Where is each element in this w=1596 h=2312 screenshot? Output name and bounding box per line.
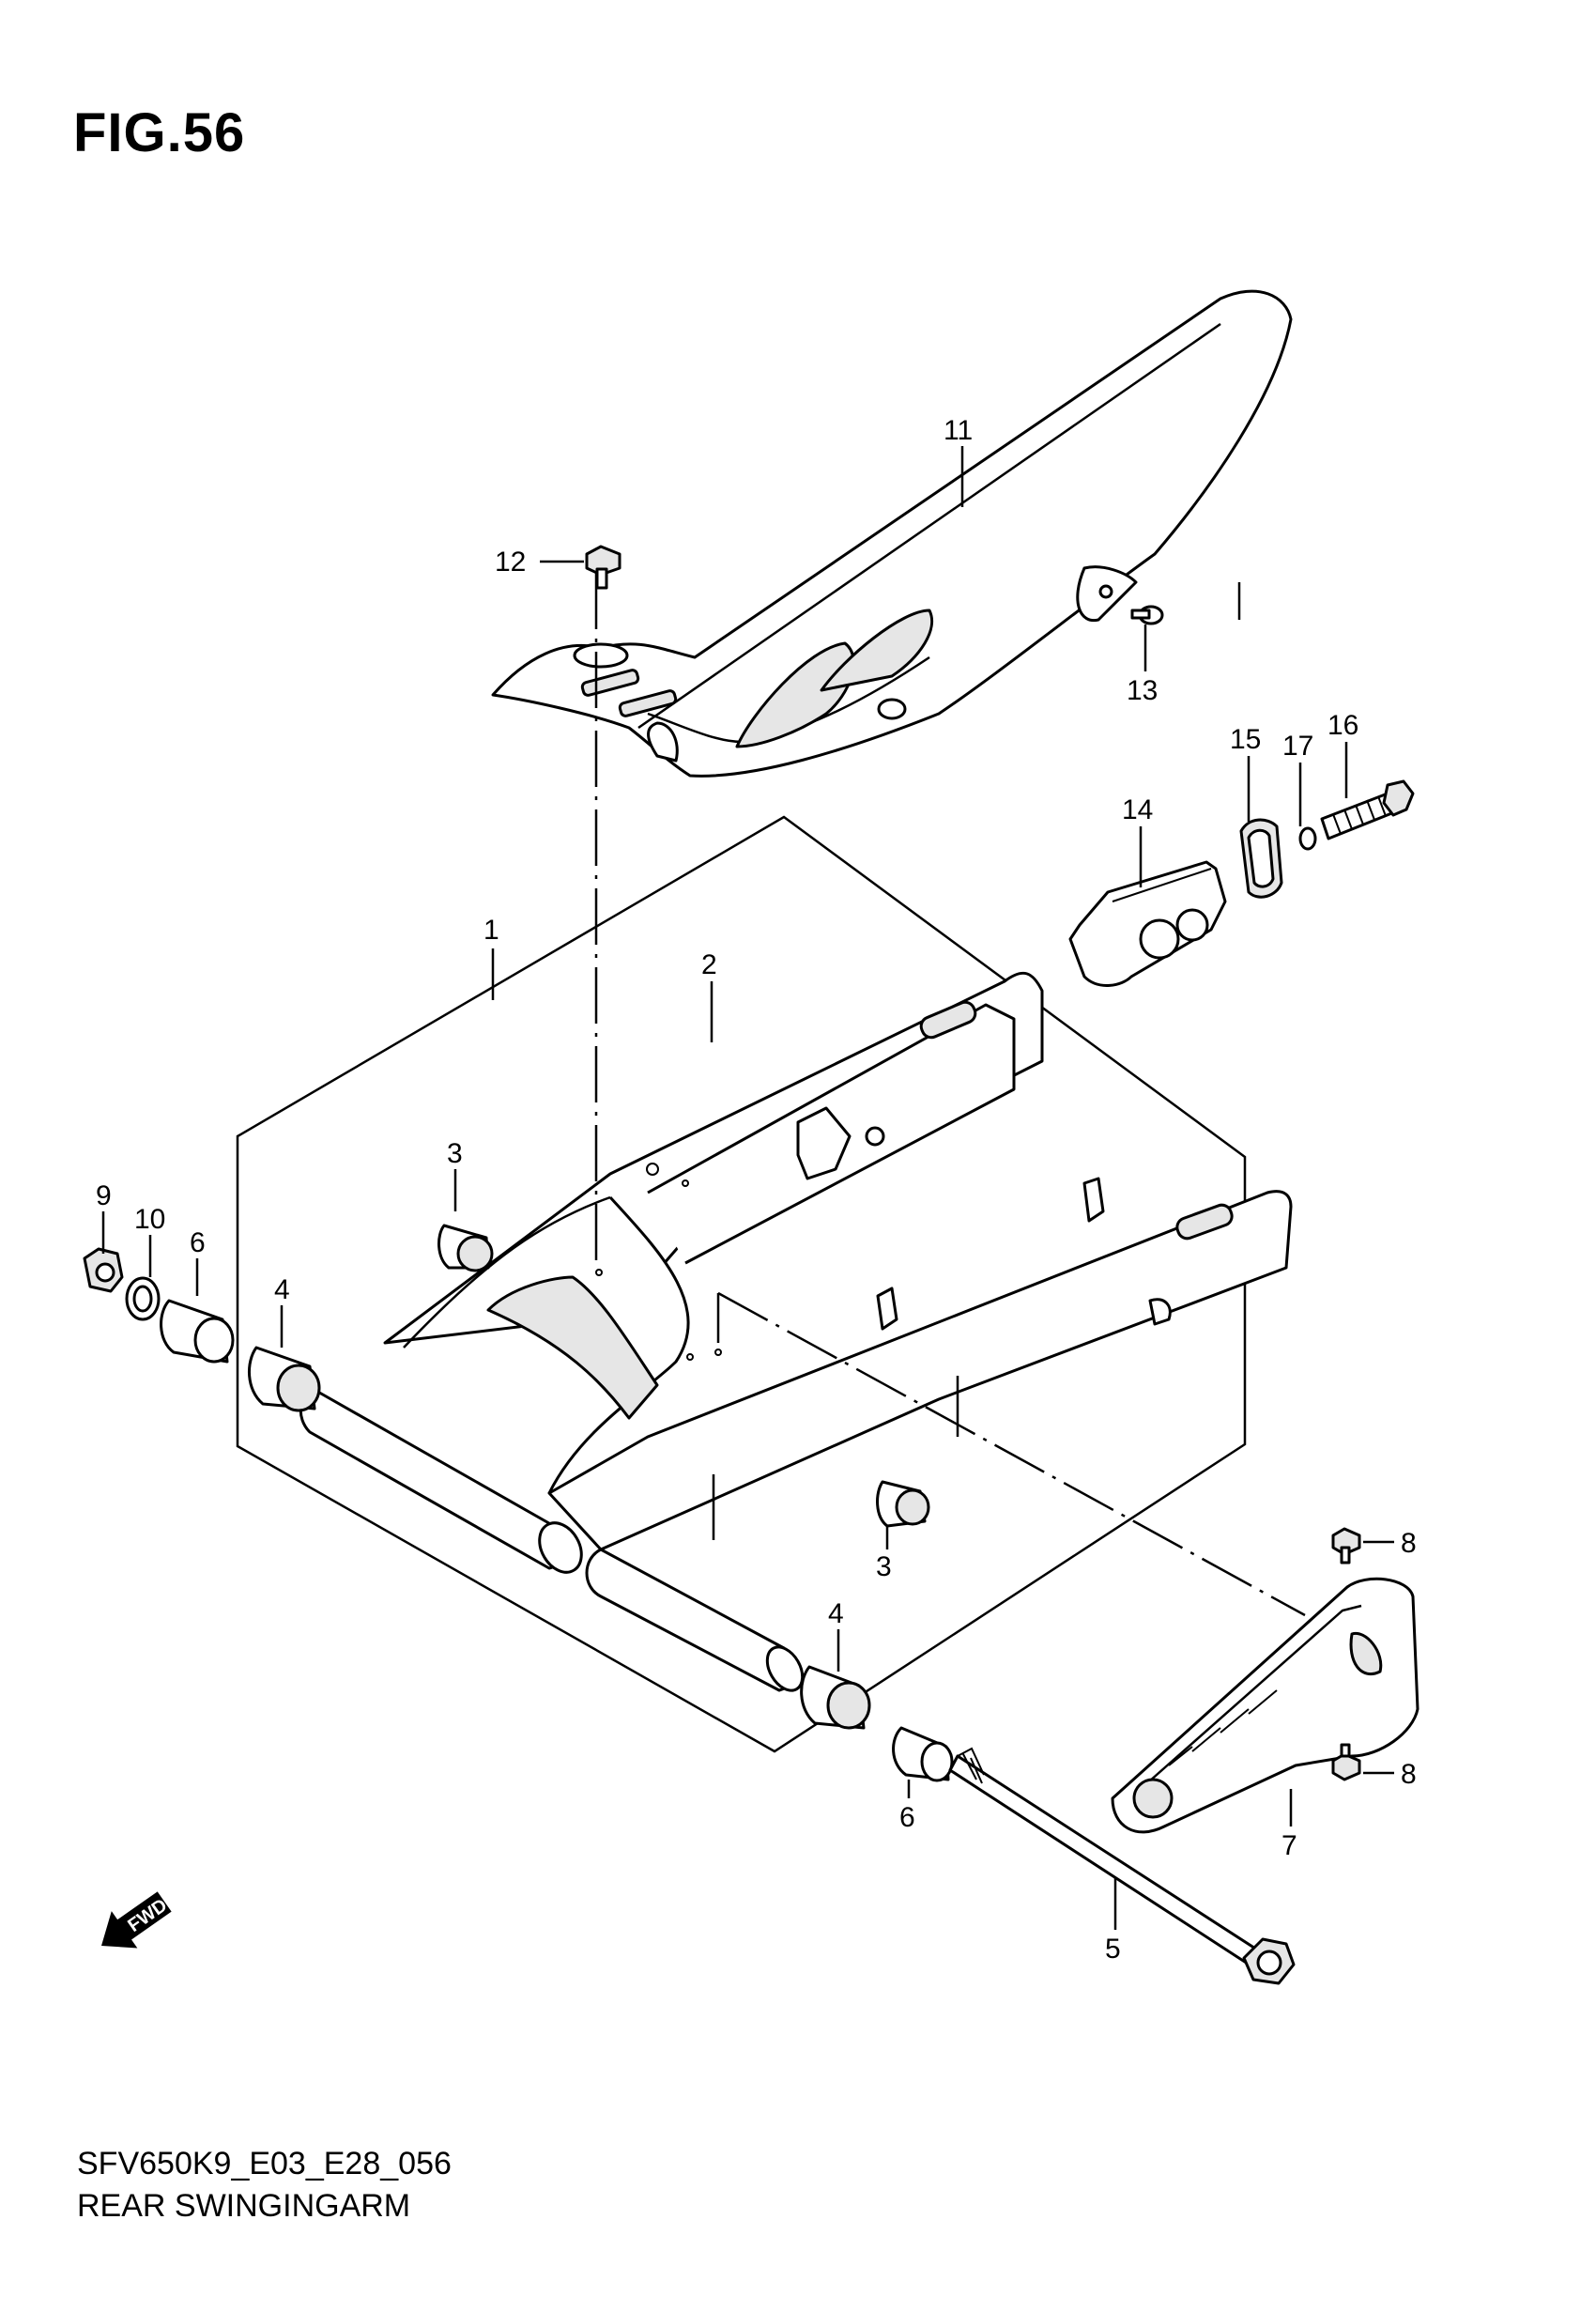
pivot-tube: [299, 1388, 583, 1574]
callout-6b: 6: [899, 1802, 915, 1833]
cover-part-15[interactable]: [1239, 818, 1283, 899]
callout-7: 7: [1281, 1830, 1297, 1861]
spacer-part-2[interactable]: [585, 1548, 809, 1697]
spacer-part-6a[interactable]: [160, 1299, 235, 1364]
callout-2: 2: [701, 949, 717, 980]
bolt-part-12[interactable]: [585, 545, 622, 590]
bearing-part-4a[interactable]: [247, 1346, 321, 1412]
callout-4a: 4: [274, 1274, 290, 1305]
bolt-part-8b[interactable]: [1331, 1743, 1361, 1781]
callout-15: 15: [1230, 724, 1261, 755]
callout-9: 9: [96, 1180, 112, 1211]
callout-4b: 4: [828, 1598, 844, 1629]
callout-16: 16: [1327, 710, 1358, 741]
figure-code: SFV650K9_E03_E28_056: [77, 2146, 452, 2181]
callout-3b: 3: [876, 1551, 892, 1582]
callout-6a: 6: [190, 1227, 206, 1258]
washer-part-17[interactable]: [1298, 826, 1317, 851]
leader-lines: [101, 446, 1394, 1930]
callout-5: 5: [1105, 1934, 1121, 1965]
bolt-part-8a[interactable]: [1331, 1527, 1361, 1564]
callout-1: 1: [483, 915, 499, 946]
assembly-outline: [236, 815, 1247, 1753]
callout-11: 11: [944, 415, 973, 446]
figure-name: REAR SWINGINGARM: [77, 2188, 411, 2224]
callout-8b: 8: [1401, 1759, 1417, 1790]
chain-adjuster-part-14[interactable]: [1068, 860, 1227, 987]
screw-part-13[interactable]: [1130, 605, 1164, 625]
swingarm-part-1[interactable]: [383, 971, 1293, 1551]
washer-part-10[interactable]: [125, 1276, 161, 1321]
callout-8a: 8: [1401, 1528, 1417, 1559]
pivot-shaft-part-5[interactable]: [948, 1747, 1296, 1985]
bolt-part-16[interactable]: [1320, 779, 1415, 840]
bearing-part-3b[interactable]: [876, 1480, 930, 1528]
figure-title: FIG.56: [73, 102, 246, 163]
bearing-part-4b[interactable]: [800, 1665, 871, 1730]
fwd-arrow-icon: FWD: [101, 1891, 172, 1949]
callout-13: 13: [1127, 675, 1158, 706]
callout-17: 17: [1282, 731, 1313, 762]
bearing-part-3a[interactable]: [437, 1224, 494, 1272]
callout-12: 12: [495, 547, 526, 578]
spacer-part-6b[interactable]: [892, 1726, 954, 1782]
chain-case-part[interactable]: [491, 289, 1293, 778]
callout-3a: 3: [447, 1138, 463, 1169]
chain-guide-part-7[interactable]: [1111, 1577, 1420, 1834]
callout-14: 14: [1122, 794, 1153, 825]
callout-10: 10: [134, 1204, 165, 1235]
nut-part-9[interactable]: [83, 1247, 124, 1293]
